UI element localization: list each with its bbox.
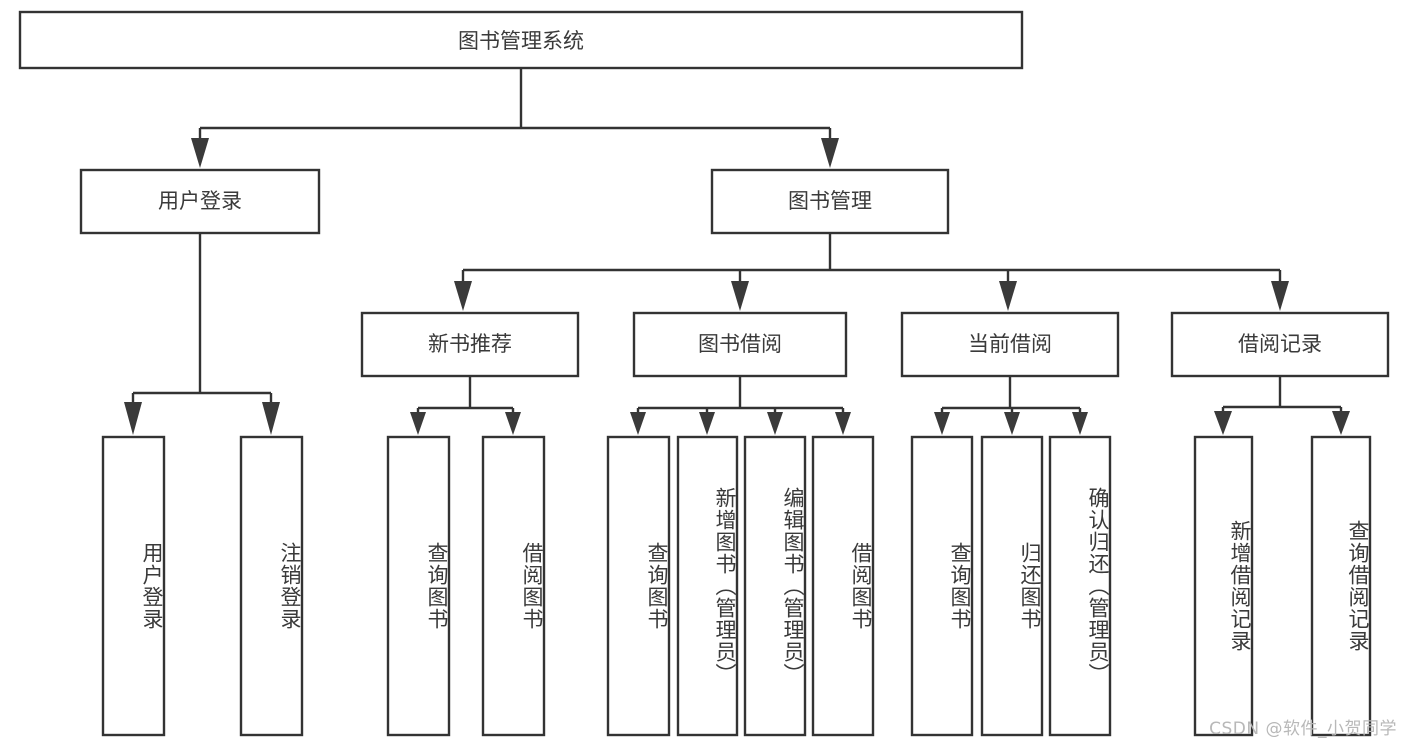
arrow-head-icon <box>1271 281 1289 311</box>
arrow-head-icon <box>767 412 783 435</box>
leaf-box-return-book[interactable] <box>980 435 1044 737</box>
arrow-head-icon <box>191 138 209 168</box>
arrow-head-icon <box>821 138 839 168</box>
node-borrow-record[interactable]: 借阅记录 <box>1170 311 1390 378</box>
node-new-book-recommend[interactable]: 新书推荐 <box>360 311 580 378</box>
leaf-box-query-book-current[interactable] <box>910 435 974 737</box>
node-book-borrow[interactable]: 图书借阅 <box>632 311 848 378</box>
node-borrow-record-box[interactable] <box>1170 311 1390 378</box>
node-root-box[interactable] <box>18 10 1024 70</box>
arrow-head-icon <box>835 412 851 435</box>
node-root-label: 图书管理系统 <box>458 29 584 53</box>
node-new-book-recommend-box[interactable] <box>360 311 580 378</box>
node-book-management[interactable]: 图书管理 <box>710 168 950 235</box>
arrow-head-icon <box>262 402 280 435</box>
node-current-borrow-box[interactable] <box>900 311 1120 378</box>
node-book-borrow-box[interactable] <box>632 311 848 378</box>
node-book-management-box[interactable] <box>710 168 950 235</box>
node-current-borrow-label: 当前借阅 <box>968 332 1052 356</box>
csdn-watermark: CSDN @软件_小贺同学 <box>1209 719 1397 739</box>
arrow-head-icon <box>1004 412 1020 435</box>
arrow-head-icon <box>731 281 749 311</box>
leaf-box-layer <box>101 435 1372 737</box>
arrow-head-icon <box>630 412 646 435</box>
leaf-box-add-book-admin[interactable] <box>676 435 739 737</box>
node-user-login-box[interactable] <box>79 168 321 235</box>
node-borrow-record-label: 借阅记录 <box>1238 332 1322 356</box>
node-user-login[interactable]: 用户登录 <box>79 168 321 235</box>
leaf-box-edit-book-admin[interactable] <box>743 435 807 737</box>
arrow-head-icon <box>699 412 715 435</box>
arrow-head-icon <box>934 412 950 435</box>
leaf-box-add-borrow-record[interactable] <box>1193 435 1254 737</box>
node-current-borrow[interactable]: 当前借阅 <box>900 311 1120 378</box>
leaf-box-query-book-new[interactable] <box>386 435 451 737</box>
leaf-box-borrow-book-new[interactable] <box>481 435 546 737</box>
node-user-login-label: 用户登录 <box>158 189 242 213</box>
leaf-box-query-book-borrow[interactable] <box>606 435 671 737</box>
arrow-head-icon <box>1214 411 1232 435</box>
arrow-head-icon <box>410 412 426 435</box>
leaf-box-confirm-return-admin[interactable] <box>1048 435 1112 737</box>
leaf-box-user-login[interactable] <box>101 435 166 737</box>
arrow-head-icon <box>999 281 1017 311</box>
arrow-head-icon <box>124 402 142 435</box>
arrow-head-icon <box>1072 412 1088 435</box>
node-book-borrow-label: 图书借阅 <box>698 332 782 356</box>
node-new-book-recommend-label: 新书推荐 <box>428 332 512 356</box>
arrow-head-icon <box>505 412 521 435</box>
leaf-box-logout[interactable] <box>239 435 304 737</box>
leaf-box-borrow-book[interactable] <box>811 435 875 737</box>
arrow-head-icon <box>454 281 472 311</box>
node-book-management-label: 图书管理 <box>788 189 872 213</box>
node-root[interactable]: 图书管理系统 <box>18 10 1024 70</box>
arrow-head-icon <box>1332 411 1350 435</box>
connector-layer <box>124 68 1350 435</box>
leaf-box-query-borrow-record[interactable] <box>1310 435 1372 737</box>
